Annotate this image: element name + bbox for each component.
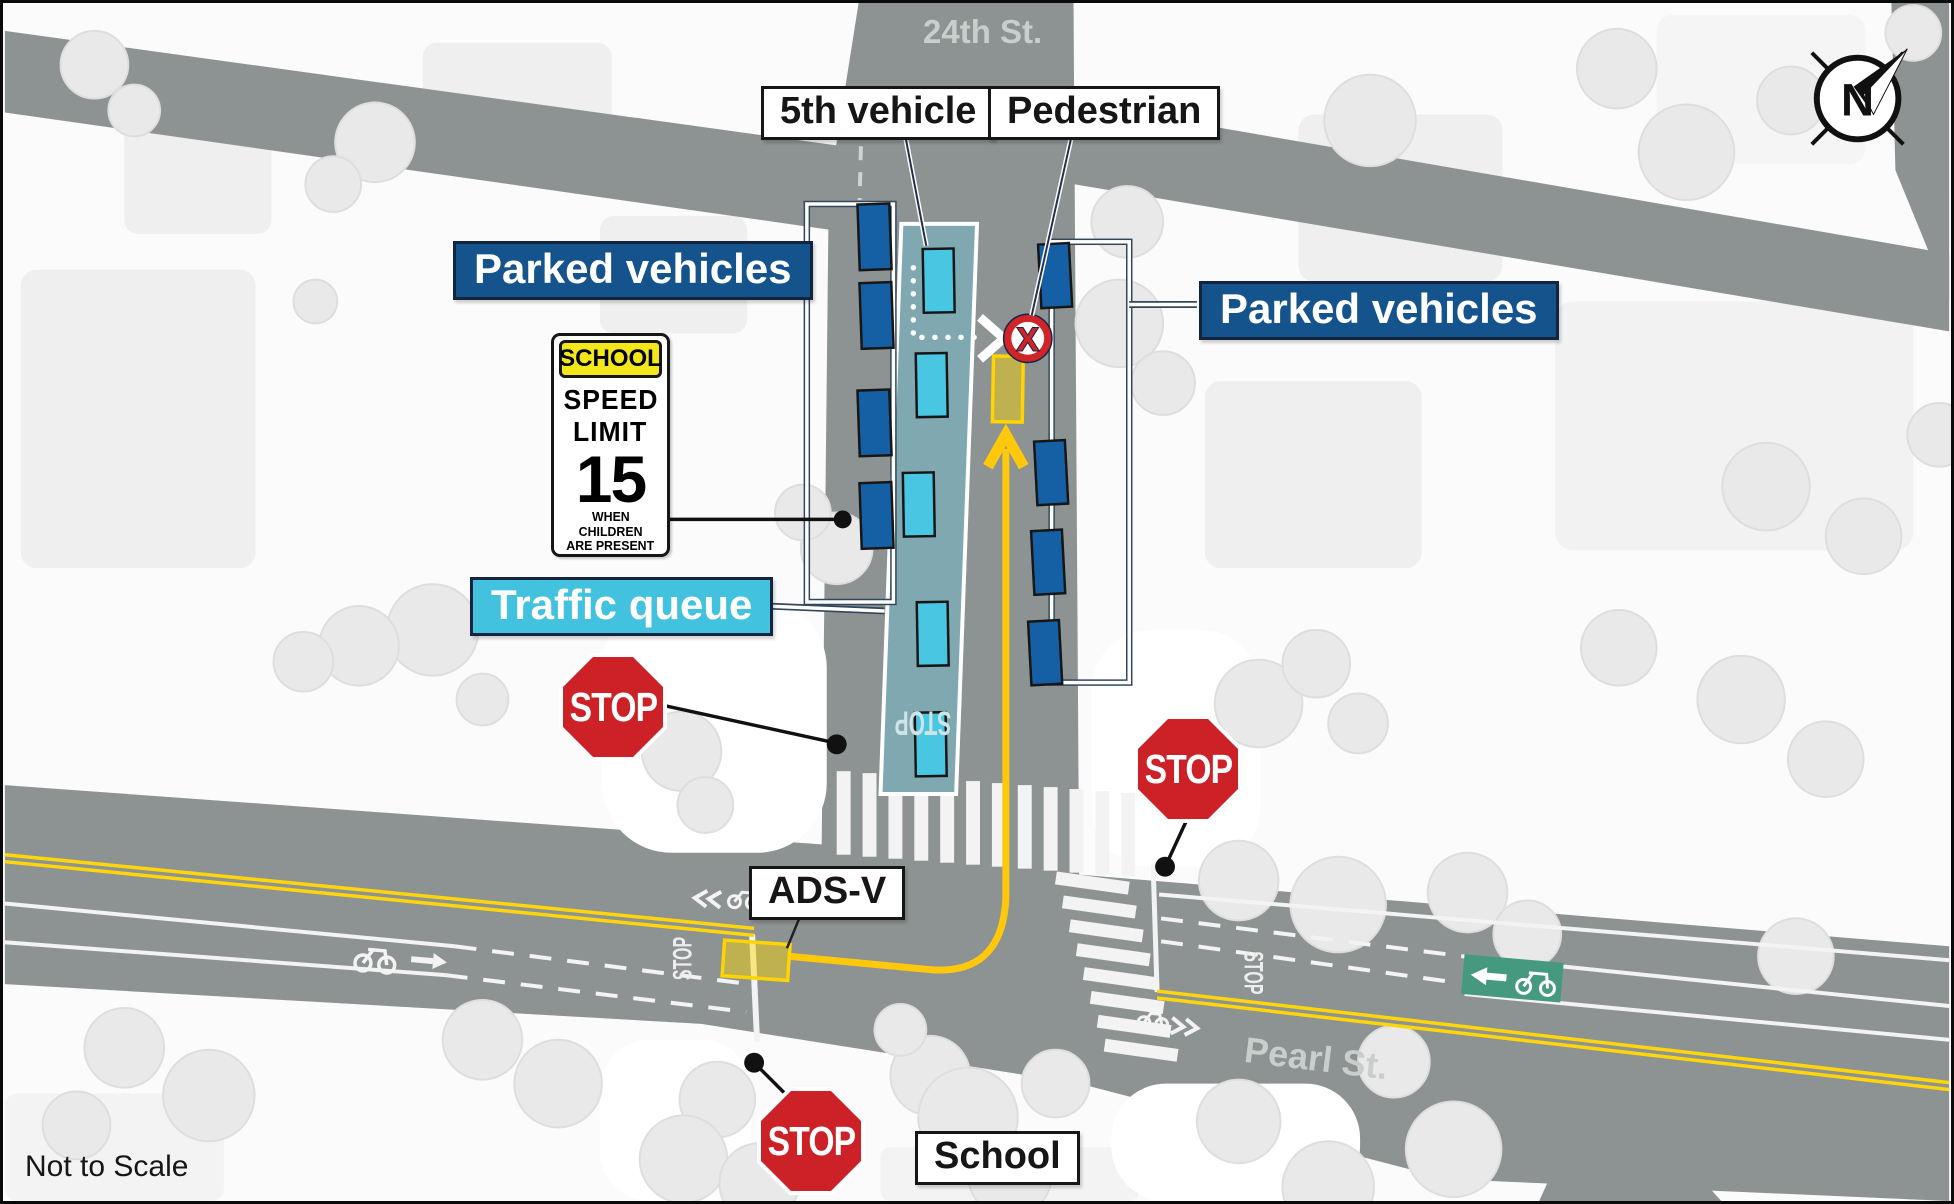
stop-sign-east: STOP — [1134, 715, 1242, 823]
parked-vehicle — [1029, 528, 1067, 597]
queued-vehicle — [913, 710, 948, 778]
collision-marker: X — [1002, 313, 1053, 364]
parked-vehicle — [856, 202, 893, 272]
condition-line-2: CHILDREN — [578, 523, 643, 539]
pavement-stop-queue: STOP — [895, 704, 952, 741]
parked-vehicle — [858, 480, 895, 551]
stop-bar-west — [749, 934, 761, 1042]
stop-sign-text: STOP — [1144, 745, 1232, 792]
parked-vehicles-west — [856, 202, 895, 551]
pavement-stop-west: STOP — [667, 937, 697, 980]
parked-vehicle — [1032, 438, 1070, 507]
label-adsv: ADS-V — [749, 866, 906, 920]
label-traffic-queue: Traffic queue — [470, 577, 774, 637]
adsv-final-position — [990, 354, 1026, 424]
speed-word: SPEED — [563, 383, 658, 415]
stop-sign-west: STOP — [559, 653, 667, 761]
north-arrow-icon: N — [1810, 48, 1908, 146]
label-school: School — [915, 1131, 1080, 1185]
sharrow-eastbound-icon — [1136, 1011, 1201, 1037]
speed-value: 15 — [575, 441, 647, 516]
condition-line-3: ARE PRESENT — [566, 538, 655, 554]
stop-sign-text: STOP — [767, 1117, 855, 1164]
queued-vehicle — [914, 351, 949, 419]
trees-layer — [41, 3, 1951, 1201]
crosswalk-pearl — [1054, 871, 1179, 1062]
road-markings-layer — [4, 120, 1950, 1092]
road-northeast-diagonal — [1073, 102, 1950, 332]
bike-lane-symbol-west — [353, 947, 447, 975]
parked-vehicle — [1026, 618, 1064, 687]
road-right-edge — [1891, 3, 1950, 302]
stop-sign-text: STOP — [569, 683, 657, 730]
label-parked-vehicles-west: Parked vehicles — [453, 241, 813, 301]
adsv-trajectory — [788, 423, 1029, 974]
map-graphic: X STOP STOP STOP N — [4, 3, 1951, 1201]
stop-sign-south: STOP — [757, 1087, 865, 1195]
queued-vehicle-5th — [921, 247, 956, 314]
school-plaque: SCHOOL — [559, 340, 662, 378]
condition-line-1: WHEN — [591, 509, 630, 525]
parked-vehicle — [858, 280, 895, 351]
road-southeast-stub — [1539, 1129, 1722, 1201]
queued-vehicle — [901, 471, 937, 538]
trajectory-arrowhead-icon — [983, 423, 1029, 470]
pavement-stop-east: STOP — [1239, 951, 1269, 994]
parked-vehicle — [856, 388, 893, 458]
road-northwest-diagonal — [4, 30, 901, 240]
compass-letter: N — [1841, 74, 1874, 125]
road-pearl-st — [4, 785, 1950, 1201]
school-speed-limit-sign: SCHOOL SPEED LIMIT 15 WHEN CHILDREN ARE … — [551, 333, 670, 557]
limit-word: LIMIT — [573, 415, 648, 447]
not-to-scale-note: Not to Scale — [25, 1150, 189, 1183]
collision-x-icon: X — [1017, 320, 1039, 357]
queued-vehicle — [915, 600, 950, 668]
stop-bar-east — [1150, 864, 1160, 993]
label-pedestrian: Pedestrian — [988, 86, 1221, 140]
adsv-start-position — [720, 938, 792, 983]
crosswalk-24th — [836, 771, 1136, 877]
street-name-24th: 24th St. — [923, 13, 1043, 50]
queued-vehicles — [901, 247, 956, 778]
label-parked-vehicles-east: Parked vehicles — [1199, 281, 1559, 341]
bike-lane-green-box — [1461, 954, 1564, 1003]
pavement-stop-texts: STOP STOP STOP — [667, 704, 1269, 994]
label-5th-vehicle: 5th vehicle — [761, 86, 996, 140]
